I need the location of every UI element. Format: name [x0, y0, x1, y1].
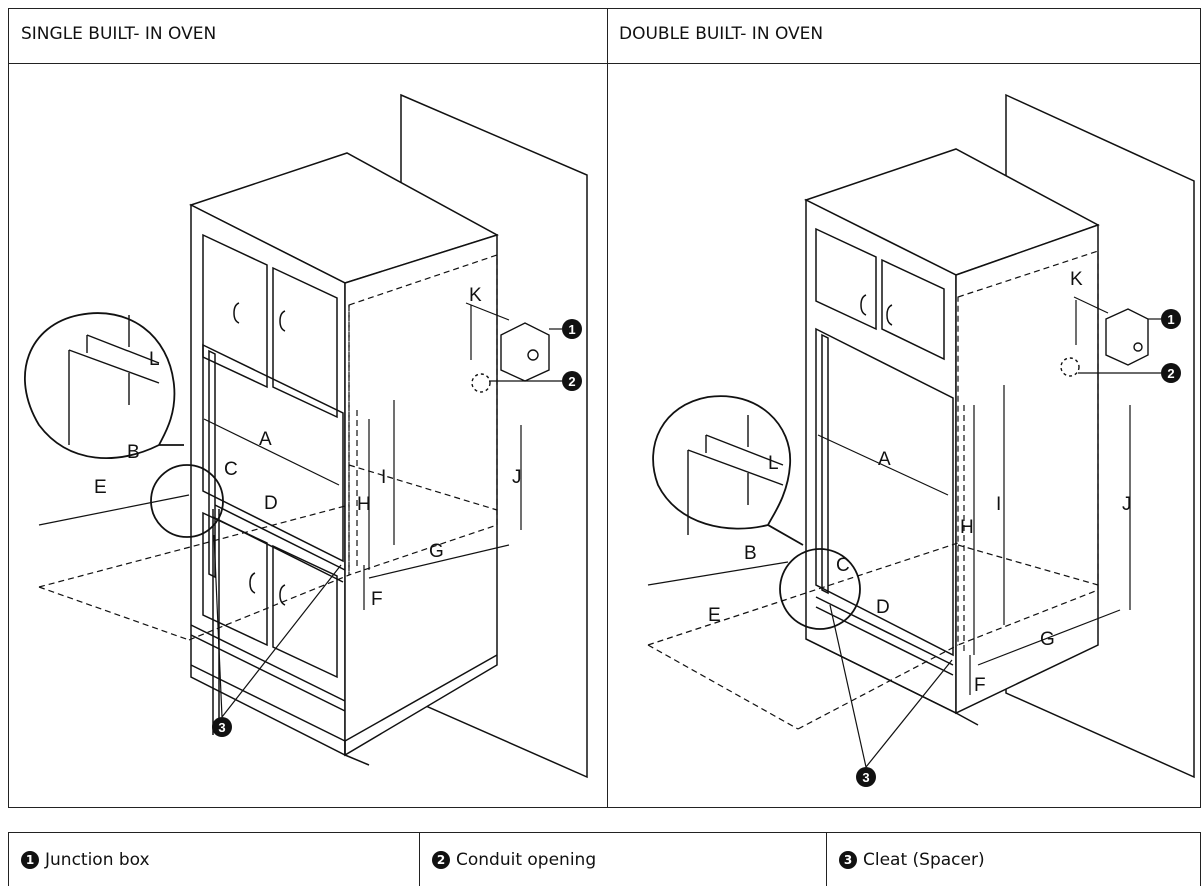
column-divider: [607, 9, 608, 807]
legend-table: 1 Junction box 2 Conduit opening 3 Cleat…: [8, 832, 1201, 886]
label-d: D: [876, 597, 890, 618]
single-oven-svg: A B C D E F G H I J K L 1 2 3: [24, 93, 588, 779]
label-d: D: [264, 493, 278, 514]
label-k: K: [469, 285, 482, 306]
marker-2-icon: 2: [432, 850, 450, 869]
conduit-opening: [471, 373, 491, 393]
label-c: C: [224, 459, 238, 480]
double-oven-header: DOUBLE BUILT- IN OVEN: [619, 24, 824, 44]
zoom-bubble: [652, 395, 804, 546]
marker-1-icon: 1: [21, 850, 39, 869]
marker-3: 3: [856, 767, 876, 787]
svg-text:2: 2: [568, 374, 575, 389]
label-c: C: [836, 555, 850, 576]
legend-item-cleat: 3 Cleat (Spacer): [826, 833, 1200, 886]
label-i: I: [381, 467, 386, 488]
label-k: K: [1070, 269, 1083, 290]
svg-text:3: 3: [862, 770, 869, 785]
label-b: B: [127, 442, 140, 463]
label-l: L: [768, 453, 779, 474]
legend-label: Conduit opening: [456, 849, 597, 870]
single-oven-diagram: A B C D E F G H I J K L 1 2 3: [9, 65, 607, 807]
label-b: B: [744, 543, 757, 564]
cabinet-side: [344, 233, 498, 757]
label-f: F: [371, 589, 383, 610]
label-l: L: [149, 349, 160, 370]
zoom-bubble: [24, 312, 184, 459]
single-oven-header: SINGLE BUILT- IN OVEN: [21, 24, 217, 44]
label-e: E: [708, 605, 721, 626]
marker-1: 1: [1161, 309, 1181, 329]
svg-text:1: 1: [568, 322, 575, 337]
legend-item-conduit-opening: 2 Conduit opening: [419, 833, 826, 886]
label-i: I: [996, 494, 1001, 515]
label-a: A: [259, 429, 272, 450]
svg-text:3: 3: [218, 720, 225, 735]
double-oven-svg: A B C D E F G H I J K L 1 2 3: [647, 93, 1195, 787]
legend-label: Cleat (Spacer): [863, 849, 985, 870]
cabinet-side: [955, 223, 1099, 715]
label-j: J: [1122, 494, 1132, 515]
marker-3-icon: 3: [839, 850, 857, 869]
label-j: J: [512, 467, 522, 488]
conduit-opening: [1060, 357, 1080, 377]
junction-box: [1105, 308, 1149, 366]
label-e: E: [94, 477, 107, 498]
marker-1: 1: [562, 319, 582, 339]
svg-text:1: 1: [1167, 312, 1174, 327]
legend-label: Junction box: [45, 849, 150, 870]
marker-2: 2: [562, 371, 582, 391]
label-h: H: [960, 517, 974, 538]
zoom-ring: [150, 464, 224, 538]
header-divider: [9, 63, 1200, 64]
double-oven-diagram: A B C D E F G H I J K L 1 2 3: [608, 65, 1201, 807]
label-g: G: [429, 541, 444, 562]
marker-3: 3: [212, 717, 232, 737]
marker-2: 2: [1161, 363, 1181, 383]
legend-item-junction-box: 1 Junction box: [9, 833, 419, 886]
label-f: F: [974, 675, 986, 696]
label-g: G: [1040, 629, 1055, 650]
diagram-table: SINGLE BUILT- IN OVEN DOUBLE BUILT- IN O…: [8, 8, 1201, 808]
zoom-ring: [779, 548, 861, 630]
label-a: A: [878, 449, 891, 470]
svg-text:2: 2: [1167, 366, 1174, 381]
label-h: H: [357, 494, 371, 515]
junction-box: [500, 322, 550, 382]
